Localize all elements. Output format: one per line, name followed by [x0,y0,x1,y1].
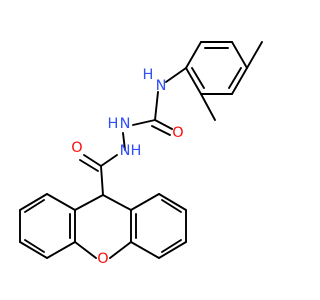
hydrazide-co-bond-2 [79,159,99,172]
urea-co-bond-2 [151,125,171,136]
aryl-n-bond [165,67,187,83]
para-methyl-bond [246,41,263,69]
xanthene-left-ring [19,193,76,259]
n-carbonyl-bond [154,91,159,121]
carbonyl-ch-bond [100,165,104,196]
dimethylphenyl-ring [185,41,248,95]
hydrazine-upper-n-label: N [120,116,131,132]
hydrazine-lower-n-label: N [120,143,131,159]
urea-oxygen-label: O [172,125,183,141]
amide-n-label: N [156,78,167,94]
xanthene-central-ring [74,194,132,259]
urea-co-bond-1 [154,119,173,130]
n-n-bond [122,132,126,151]
molecule-structure: H N H N N H O O O [19,41,263,267]
ortho-methyl-bond [200,93,216,121]
xanthene-right-ring [130,193,187,259]
hydrazide-co-bond-1 [83,154,102,167]
amide-nh-h-label: H [143,67,154,83]
hydrazine-upper-h-label: H [108,116,119,132]
hydrazide-oxygen-label: O [71,140,82,156]
hydrazide-n-c-bond [100,154,118,167]
xanthene-oxygen-label: O [97,251,108,267]
urea-n-bond [132,119,156,126]
hydrazine-lower-h-label: H [131,143,142,159]
